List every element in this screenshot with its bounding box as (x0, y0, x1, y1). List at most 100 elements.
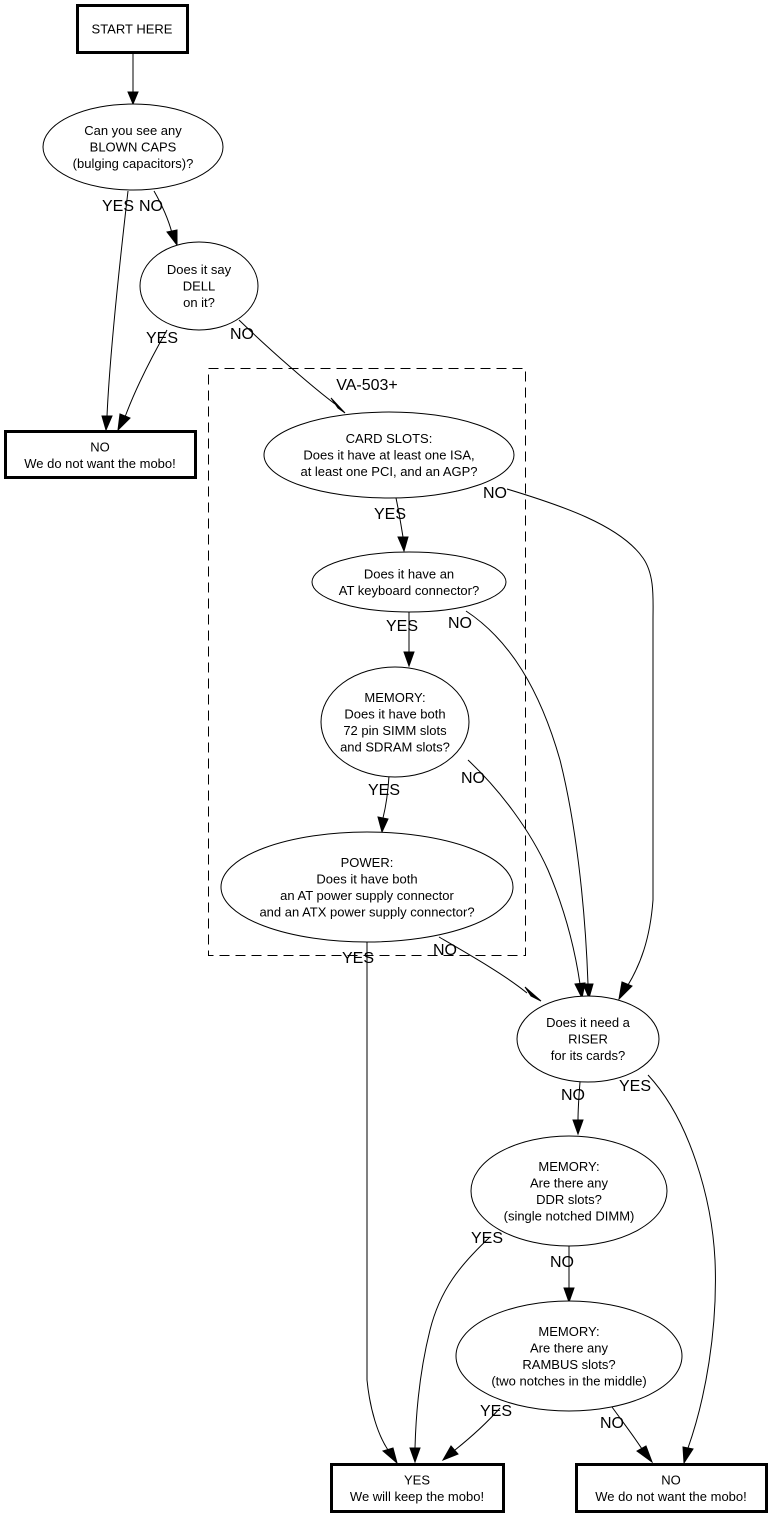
node-label-line: We do not want the mobo! (595, 1489, 747, 1504)
arrowhead-icon (582, 983, 594, 1000)
edges: YES NO YES NO YES NO (101, 53, 716, 1465)
node-label: START HERE (92, 22, 173, 37)
node-shape (42, 103, 224, 191)
node-card-slots: CARD SLOTS:Does it have at least one ISA… (263, 411, 515, 499)
arrowhead-icon (330, 397, 346, 414)
node-start: START HERE (76, 4, 189, 54)
edge-power-yes: YES (342, 942, 398, 1465)
edge-card-slots-no: NO (483, 485, 654, 1001)
edge-memory-ddr-no: NO (550, 1246, 575, 1304)
arrowhead-icon (101, 415, 113, 432)
edge-blown-caps-yes: YES (101, 190, 134, 432)
node-shape (516, 995, 660, 1083)
node-shape (311, 551, 507, 613)
node-label-line: Can you see any (84, 123, 182, 138)
edge-at-keyboard-no: NO (448, 610, 594, 1000)
node-label-line: at least one PCI, and an AGP? (300, 464, 477, 479)
node-label-line: MEMORY: (538, 1159, 599, 1174)
node-shape (330, 1463, 505, 1513)
edge-memory-simm-yes: YES (368, 775, 400, 834)
arrowhead-icon (563, 1287, 575, 1304)
edge-label-no: NO (461, 770, 485, 787)
node-shape (455, 1300, 683, 1412)
node-shape (470, 1135, 668, 1247)
node-label-line: (bulging capacitors)? (73, 156, 194, 171)
edge-label-no: NO (600, 1415, 624, 1432)
node-label-line: an AT power supply connector (280, 888, 454, 903)
edge-memory-ddr-yes: YES (409, 1230, 503, 1464)
edge-power-no: NO (433, 936, 542, 1002)
arrowhead-icon (682, 1446, 694, 1465)
edge-label-no: NO (483, 485, 507, 502)
edge-dell-yes: YES (117, 329, 178, 432)
edge-dell-no: NO (230, 319, 346, 414)
edge-label-no: NO (230, 326, 254, 343)
edge-label-no: NO (448, 615, 472, 632)
node-power: POWER:Does it have both an AT power suppl… (220, 831, 514, 943)
edge-label-no: NO (561, 1087, 585, 1104)
edge-line (465, 610, 589, 985)
node-shape (263, 411, 515, 499)
node-label-line: Does it need a (546, 1015, 631, 1030)
edge-start-to-blown-caps (127, 53, 139, 106)
edge-label-yes: YES (102, 198, 134, 215)
edge-line (506, 488, 654, 986)
arrowhead-icon (524, 986, 542, 1002)
node-label: POWER:Does it have both an AT power suppl… (259, 855, 474, 920)
edge-label-yes: YES (374, 506, 406, 523)
arrowhead-icon (572, 1119, 584, 1136)
arrowhead-icon (574, 982, 586, 1000)
edge-blown-caps-no: NO (139, 190, 178, 247)
edge-line (395, 497, 404, 538)
node-label-line: RISER (568, 1032, 608, 1047)
node-label-line: Are there any (530, 1175, 609, 1190)
edge-label-yes: YES (619, 1078, 651, 1095)
edge-label-yes: YES (386, 618, 418, 635)
arrowhead-icon (409, 1447, 421, 1464)
node-label-line: MEMORY: (364, 690, 425, 705)
node-label-line: POWER: (341, 855, 394, 870)
edge-line (414, 1236, 491, 1449)
cluster-label: VA-503+ (336, 377, 398, 394)
node-label-line: and SDRAM slots? (340, 739, 450, 754)
node-label-line: NO (90, 439, 110, 454)
node-label-line: Does it have both (316, 871, 417, 886)
edge-memory-rambus-no: NO (600, 1406, 654, 1464)
node-label-line: Does it say (167, 262, 232, 277)
edge-label-yes: YES (368, 782, 400, 799)
edge-riser-no: NO (561, 1081, 585, 1136)
edge-line (577, 1081, 581, 1121)
edge-label-yes: YES (471, 1230, 503, 1247)
edge-line (611, 1406, 643, 1450)
edge-card-slots-yes: YES (374, 497, 409, 553)
node-shape (220, 831, 514, 943)
edge-line (382, 775, 390, 819)
node-label-line: AT keyboard connector? (339, 583, 479, 598)
edge-line (238, 319, 336, 405)
arrowhead-icon (377, 816, 389, 834)
edge-line (153, 190, 173, 234)
node-label-line: Does it have both (344, 706, 445, 721)
edge-label-yes: YES (480, 1403, 512, 1420)
arrowhead-icon (397, 536, 409, 553)
arrowhead-icon (403, 651, 415, 668)
edge-memory-rambus-yes: YES (441, 1403, 512, 1461)
node-label-line: for its cards? (551, 1048, 625, 1063)
edge-memory-simm-no: NO (461, 759, 586, 1000)
edge-line (106, 190, 129, 417)
